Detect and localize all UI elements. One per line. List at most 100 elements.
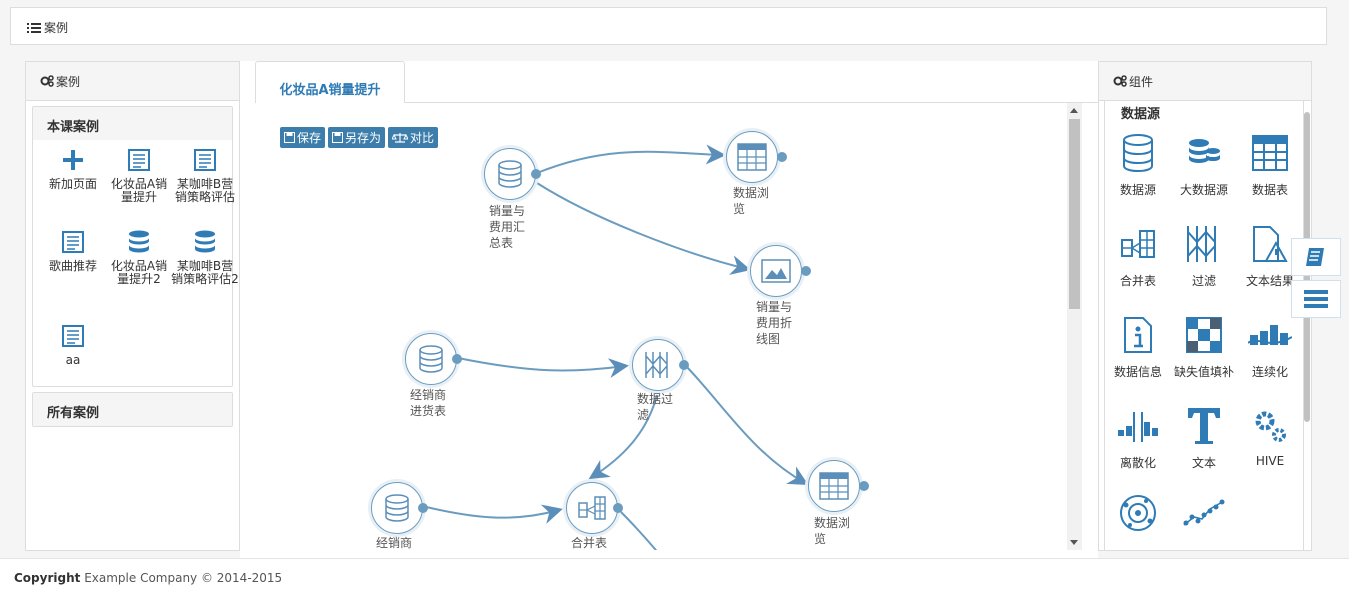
node-label: 数据浏览	[814, 516, 851, 546]
save-button-label: 保存	[297, 131, 322, 145]
output-port[interactable]	[679, 360, 689, 370]
case-label: 某咖啡B营销策略评估2	[171, 259, 239, 286]
float-guide-button[interactable]	[1291, 238, 1341, 276]
case-item-cosmetics[interactable]: 化妆品A销量提升	[105, 148, 173, 204]
edge-n7-n8	[421, 504, 563, 524]
balance-icon	[392, 133, 409, 143]
database-icon	[498, 160, 522, 188]
database-icon	[385, 494, 409, 522]
components-panel-title: 组件	[1129, 74, 1154, 89]
output-port[interactable]	[801, 266, 811, 276]
component-merge[interactable]: 合并表	[1105, 222, 1171, 289]
flow-node[interactable]	[371, 482, 428, 534]
scroll-thumb[interactable]	[1069, 119, 1080, 309]
case-label: aa	[65, 353, 81, 367]
table-icon	[737, 143, 767, 171]
output-port[interactable]	[418, 503, 428, 513]
case-label: 化妆品A销量提升	[110, 177, 168, 204]
float-menu-button[interactable]	[1291, 280, 1341, 318]
node-label: 销量与费用折线图	[756, 300, 793, 346]
flow-connections	[421, 144, 809, 550]
top-bar: 案例	[10, 7, 1327, 45]
component-label: 大数据源	[1179, 183, 1228, 197]
footer-brand: Copyright	[14, 571, 81, 585]
flow-canvas[interactable]: 保存 另存为 对比	[252, 103, 1081, 550]
component-label: 文本结果	[1245, 274, 1294, 288]
save-button[interactable]: 保存	[280, 127, 326, 148]
output-port[interactable]	[777, 152, 787, 162]
node-label: 经销商进货表	[410, 388, 447, 418]
save-as-button[interactable]: 另存为	[328, 127, 386, 148]
flow-node[interactable]	[405, 333, 462, 385]
case-item-cosmetics-2[interactable]: 化妆品A销量提升2	[105, 230, 173, 286]
component-text[interactable]: 文本	[1171, 404, 1237, 471]
component-discretize[interactable]: 离散化	[1105, 404, 1171, 471]
scroll-up-arrow[interactable]	[1070, 108, 1078, 113]
case-item-coffee-2[interactable]: 某咖啡B营销策略评估2	[171, 230, 239, 286]
workspace: 化妆品A销量提升 保存 另存为 对比	[240, 61, 1098, 558]
filter-icon	[1187, 226, 1216, 262]
case-item-aa[interactable]: aa	[39, 324, 107, 367]
edge-n4-n5	[457, 357, 629, 379]
line-chart-icon	[761, 259, 791, 283]
component-datasource[interactable]: 数据源	[1105, 131, 1171, 198]
cases-panel-header: 案例	[26, 62, 239, 101]
component-impute[interactable]: 缺失值填补	[1171, 313, 1237, 380]
discretize-icon	[1118, 412, 1158, 442]
components-panel: 组件 数据源 数据源 大数据源 数据表 合并表 过滤 文本结果	[1098, 61, 1312, 551]
merge-icon	[578, 496, 606, 520]
component-bigdata[interactable]: 大数据源	[1171, 131, 1237, 198]
compare-button-label: 对比	[410, 131, 435, 145]
case-item-new-page[interactable]: 新加页面	[39, 148, 107, 191]
text-result-icon	[1253, 226, 1288, 262]
scroll-down-arrow[interactable]	[1070, 540, 1078, 545]
save-icon	[332, 132, 344, 143]
case-label: 歌曲推荐	[48, 259, 97, 273]
component-scatter[interactable]	[1171, 491, 1237, 541]
gears-icon	[1113, 75, 1127, 87]
node-label: 经销商	[376, 536, 413, 550]
output-port[interactable]	[859, 481, 869, 491]
canvas-scrollbar[interactable]	[1067, 103, 1082, 550]
flow-node[interactable]	[566, 482, 623, 534]
component-cluster[interactable]	[1105, 491, 1171, 541]
edge-n5-n8	[588, 394, 658, 480]
all-cases-header[interactable]: 所有案例	[33, 393, 232, 426]
node-label: 销量与费用汇总表	[489, 204, 526, 250]
table-icon	[819, 472, 849, 500]
continuize-icon	[1248, 325, 1292, 345]
flow-node[interactable]	[726, 131, 787, 183]
component-data-info[interactable]: 数据信息	[1105, 313, 1171, 380]
component-continuize[interactable]: 连续化	[1237, 313, 1303, 380]
filter-icon	[645, 352, 668, 378]
output-port[interactable]	[531, 169, 541, 179]
component-table[interactable]: 数据表	[1237, 131, 1303, 198]
compare-button[interactable]: 对比	[388, 127, 439, 148]
course-cases-section: 本课案例 新加页面 化妆品A销量提升 某咖啡B营销策略评估 歌曲推荐 化妆品A销…	[32, 106, 239, 387]
report-icon	[194, 149, 216, 171]
flow-node[interactable]	[484, 148, 541, 200]
flow-node[interactable]	[808, 460, 869, 512]
case-item-songs[interactable]: 歌曲推荐	[39, 230, 107, 273]
report-icon	[62, 325, 84, 347]
edge-n5-n6	[684, 364, 809, 485]
gears-icon	[40, 75, 54, 87]
component-hive[interactable]: HIVE	[1237, 404, 1303, 468]
component-label: HIVE	[1255, 454, 1285, 468]
flow-node[interactable]	[632, 339, 689, 391]
output-port[interactable]	[613, 503, 623, 513]
case-label: 化妆品A销量提升2	[110, 259, 168, 286]
case-grid: 新加页面 化妆品A销量提升 某咖啡B营销策略评估 歌曲推荐 化妆品A销量提升2 …	[33, 140, 239, 386]
course-cases-header[interactable]: 本课案例	[33, 107, 232, 140]
cases-panel: 案例 本课案例 新加页面 化妆品A销量提升 某咖啡B营销策略评估 歌曲推荐	[25, 61, 240, 551]
component-filter[interactable]: 过滤	[1171, 222, 1237, 289]
cluster-icon	[1120, 495, 1156, 531]
database-icon	[419, 345, 443, 373]
flow-node[interactable]	[750, 245, 811, 297]
tab-cosmetics[interactable]: 化妆品A销量提升	[255, 61, 405, 103]
output-port[interactable]	[452, 354, 462, 364]
info-icon	[1124, 317, 1152, 353]
component-text-result[interactable]: 文本结果	[1237, 222, 1303, 289]
case-label: 某咖啡B营销策略评估	[174, 177, 235, 204]
case-item-coffee[interactable]: 某咖啡B营销策略评估	[171, 148, 239, 204]
